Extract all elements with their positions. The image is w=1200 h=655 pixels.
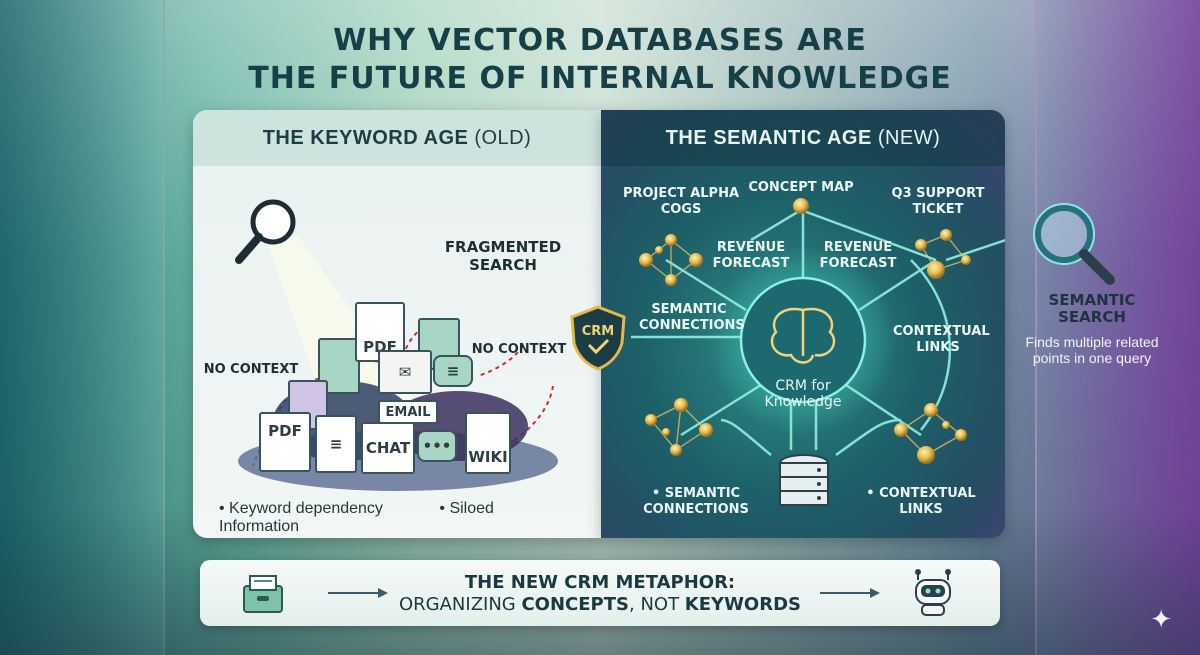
revenue-forecast-left-label: REVENUE FORECAST [712,240,790,271]
sparkle-icon: ✦ [1150,604,1172,634]
crm-metaphor-text: THE NEW CRM METAPHOR: ORGANIZING CONCEPT… [200,572,1000,616]
arrow-right-icon [328,588,388,598]
project-alpha-label: PROJECT ALPHA COGS [622,186,740,217]
revenue-forecast-right-label: REVENUE FORECAST [819,240,897,271]
fragmented-search-label: FRAGMENTED SEARCH [444,238,562,274]
title-line-2: THE FUTURE OF INTERNAL KNOWLEDGE [248,61,952,96]
crm-badge-text: CRM [582,324,615,339]
bullet-text: Keyword dependency [229,500,383,517]
keyword-age-title: THE KEYWORD AGE [262,126,469,149]
crm-shield-icon: CRM [570,305,626,371]
keyword-age-suffix: (OLD) [474,126,532,149]
bullet-siloed-information: • Siloed Information [219,500,494,535]
line2-concepts: CONCEPTS [521,594,629,615]
bullet-text: Siloed Information [219,500,494,535]
envelope-icon: ✉ [378,350,432,394]
semantic-age-heading: THE SEMANTIC AGE (NEW) [601,110,1005,166]
wiki-label: WIKI [468,448,508,466]
file-box-icon [243,575,283,613]
keyword-age-heading: THE KEYWORD AGE (OLD) [193,110,601,166]
semantic-search-body: Finds multiple related points in one que… [1025,334,1159,366]
keyword-age-panel: THE KEYWORD AGE (OLD) FRAGMENTED SEARCH … [193,110,601,538]
concept-map-label: CONCEPT MAP [748,180,854,195]
chat-bubble-icon: ≡ [433,355,473,387]
semantic-age-panel: THE SEMANTIC AGE (NEW) [601,110,1005,538]
no-context-right-label: NO CONTEXT [471,342,567,357]
crm-metaphor-line2: ORGANIZING CONCEPTS, NOT KEYWORDS [200,594,1000,616]
magnifier-right-icon [1033,203,1115,285]
q3-support-label: Q3 SUPPORT TICKET [891,186,985,217]
chat-bubble-icon: ••• [417,430,457,462]
keyword-bullets: • Keyword dependency • Siloed Informatio… [219,500,601,536]
magnifier-icon [235,199,296,264]
chat-label: CHAT [365,439,411,457]
no-context-left-label: NO CONTEXT [203,362,299,377]
semantic-search-note: SEMANTIC SEARCH Finds multiple related p… [1022,291,1162,367]
semantic-connections-bottom-label: • SEMANTIC CONNECTIONS [643,486,749,517]
database-icon [779,454,829,506]
semantic-age-title: THE SEMANTIC AGE [665,126,872,149]
semantic-age-suffix: (NEW) [877,126,941,149]
semantic-connections-top-label: SEMANTIC CONNECTIONS [639,302,745,333]
crm-metaphor-bar: THE NEW CRM METAPHOR: ORGANIZING CONCEPT… [200,560,1000,626]
contextual-links-top-label: CONTEXTUAL LINKS [893,324,990,355]
document-icon: ≡ [315,415,357,473]
line2-mid: , NOT [629,594,685,615]
email-document: EMAIL [378,400,438,424]
pdf-document-bottom: PDF [259,412,311,472]
glass-wall-left [0,0,165,655]
arrow-right-icon [820,588,880,598]
title-line-1: WHY VECTOR DATABASES ARE [333,23,867,58]
contextual-links-bottom-label: • CONTEXTUAL LINKS [866,486,976,517]
semantic-search-heading: SEMANTIC SEARCH [1048,291,1136,326]
robot-icon [915,569,951,616]
bullet-keyword-dependency: • Keyword dependency [219,500,383,517]
page-title: WHY VECTOR DATABASES ARE THE FUTURE OF I… [0,22,1200,98]
email-label: EMAIL [385,404,431,420]
line2-prefix: ORGANIZING [398,594,522,615]
chat-document: CHAT [361,422,415,474]
brain-icon [770,307,836,364]
crm-metaphor-line1: THE NEW CRM METAPHOR: [464,572,736,593]
pdf-bottom-label: PDF [268,422,302,440]
glass-wall-right [1035,0,1200,655]
crm-for-knowledge-label: CRM for Knowledge [764,378,842,410]
wiki-document: WIKI [465,412,511,474]
semantic-network [631,198,1005,506]
line2-keywords: KEYWORDS [684,594,801,615]
